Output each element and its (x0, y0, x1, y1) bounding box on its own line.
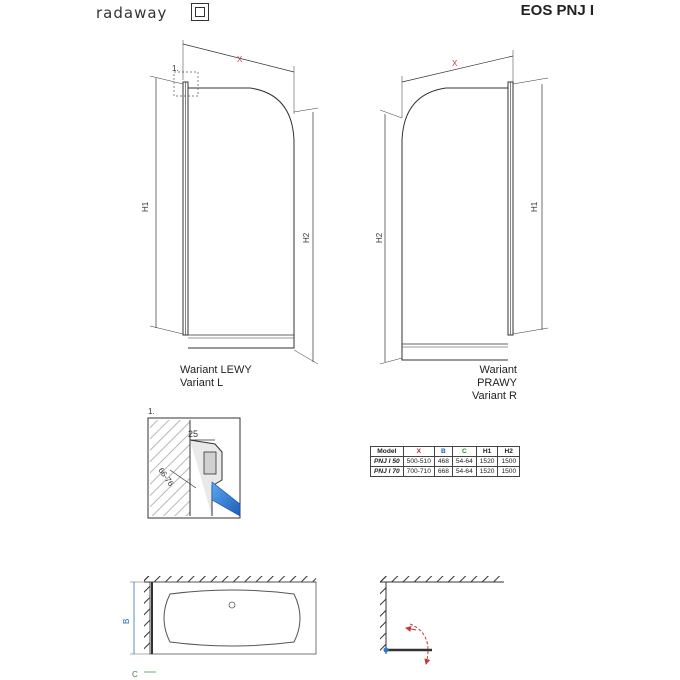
spec-cell-model: PNJ I 50 (370, 456, 404, 467)
detail-marker-label: 1. (172, 64, 179, 73)
table-row: PNJ I 50 500-510 468 54-64 1520 1500 (370, 456, 521, 467)
brand-logo-mark (191, 3, 209, 21)
variant-right-label: Wariant PRAWY Variant R (439, 364, 517, 403)
door-swing-view (380, 576, 504, 665)
spec-header-h2: H2 (497, 446, 521, 457)
h2-dimension-left (293, 107, 319, 365)
variant-right-en: Variant R (471, 390, 517, 402)
spec-cell-h1: 1520 (475, 456, 499, 467)
spec-header-x: X (402, 446, 435, 457)
dim-25-label: 25 (188, 429, 198, 439)
h1-label-left: H1 (141, 201, 150, 212)
spec-cell-h2: 1500 (497, 456, 521, 467)
dim-b-label: B (122, 619, 131, 624)
h2-dimension-right (379, 109, 403, 365)
spec-cell-h2: 1500 (497, 466, 521, 477)
spec-header-b: B (433, 446, 453, 457)
detail-title: 1. (148, 407, 155, 416)
x-dimension-left (182, 40, 295, 114)
variant-left-label: Wariant LEWY Variant L (180, 364, 252, 390)
variant-left-pl: Wariant LEWY (180, 364, 252, 376)
spec-header-model: Model (370, 446, 404, 457)
h2-label-left: H2 (302, 232, 311, 243)
dim-c-label: C (132, 670, 138, 679)
h1-dimension-left (149, 75, 184, 335)
table-row: PNJ I 70 700-710 668 54-64 1520 1500 (370, 466, 521, 477)
h1-label-right: H1 (530, 201, 539, 212)
spec-cell-h1: 1520 (475, 466, 499, 477)
h2-label-right: H2 (375, 232, 384, 243)
spec-cell-c: 54-64 (451, 456, 477, 467)
spec-header-h1: H1 (475, 446, 499, 457)
detail-profile-view (147, 417, 241, 519)
spec-cell-b: 668 (433, 466, 453, 477)
variant-left-en: Variant L (180, 377, 224, 389)
spec-cell-x: 500-510 (402, 456, 435, 467)
spec-cell-b: 468 (433, 456, 453, 467)
right-variant-panel (401, 81, 514, 361)
spec-cell-c: 54-64 (451, 466, 477, 477)
spec-header-c: C (451, 446, 477, 457)
x-label-left: X (237, 55, 243, 64)
spec-table-header: Model X B C H1 H2 (370, 446, 521, 457)
spec-cell-model: PNJ I 70 (370, 466, 404, 477)
h1-dimension-right (512, 77, 549, 335)
document-title: EOS PNJ I (520, 2, 594, 19)
variant-right-pl: Wariant PRAWY (477, 364, 517, 389)
spec-table: Model X B C H1 H2 PNJ I 50 500-510 468 5… (370, 446, 521, 477)
spec-cell-x: 700-710 (402, 466, 435, 477)
x-label-right: X (452, 59, 458, 68)
brand-logo: radaway (96, 4, 168, 22)
x-dimension-right (401, 50, 514, 118)
bathtub-top-view (130, 576, 317, 673)
left-variant-panel (173, 71, 295, 349)
